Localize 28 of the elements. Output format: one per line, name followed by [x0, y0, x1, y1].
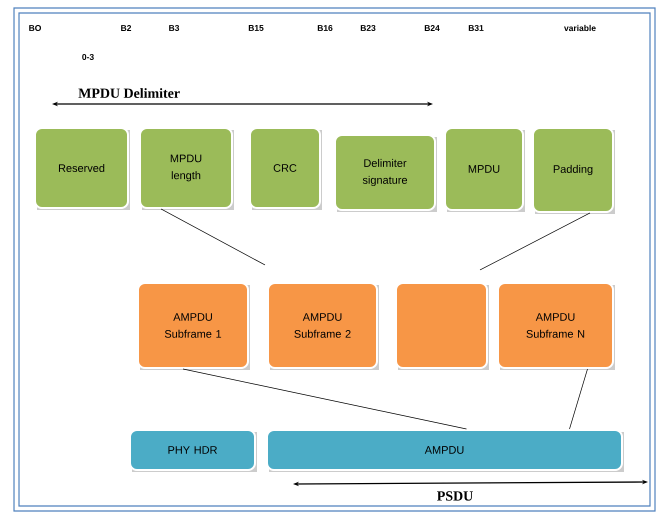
empty-box	[395, 282, 489, 370]
connector-line	[569, 368, 588, 430]
bit-label: BO	[29, 25, 41, 31]
bit-label: B16	[318, 25, 332, 31]
subframe-box: AMPDU Subframe N	[497, 282, 615, 370]
connector-line	[160, 208, 266, 266]
frame-box: AMPDU	[266, 429, 624, 472]
dimension-label: MPDU Delimiter	[78, 88, 180, 98]
frame-box: PHY HDR	[129, 429, 257, 472]
bit-label: variable	[564, 24, 596, 32]
subframe-box: AMPDU Subframe 2	[267, 282, 379, 370]
bit-label: B15	[248, 25, 264, 31]
bit-label: B31	[468, 25, 484, 31]
field-box: Padding	[532, 127, 615, 214]
bit-label: B24	[424, 25, 440, 31]
field-box: Reserved	[34, 127, 130, 210]
connector-line	[182, 368, 467, 430]
bit-label: 0-3	[82, 54, 94, 60]
dimension-label: PSDU	[437, 491, 473, 501]
subframe-box: AMPDU Subframe 1	[137, 282, 250, 370]
field-box: MPDU	[444, 127, 525, 212]
field-box: Delimiter signature	[334, 134, 437, 212]
bit-label: B23	[360, 25, 376, 31]
bit-label: B3	[169, 25, 180, 31]
bit-label: B2	[121, 25, 132, 31]
field-box: MPDU length	[139, 127, 234, 210]
connector-line	[480, 212, 590, 270]
field-box: CRC	[249, 127, 322, 210]
